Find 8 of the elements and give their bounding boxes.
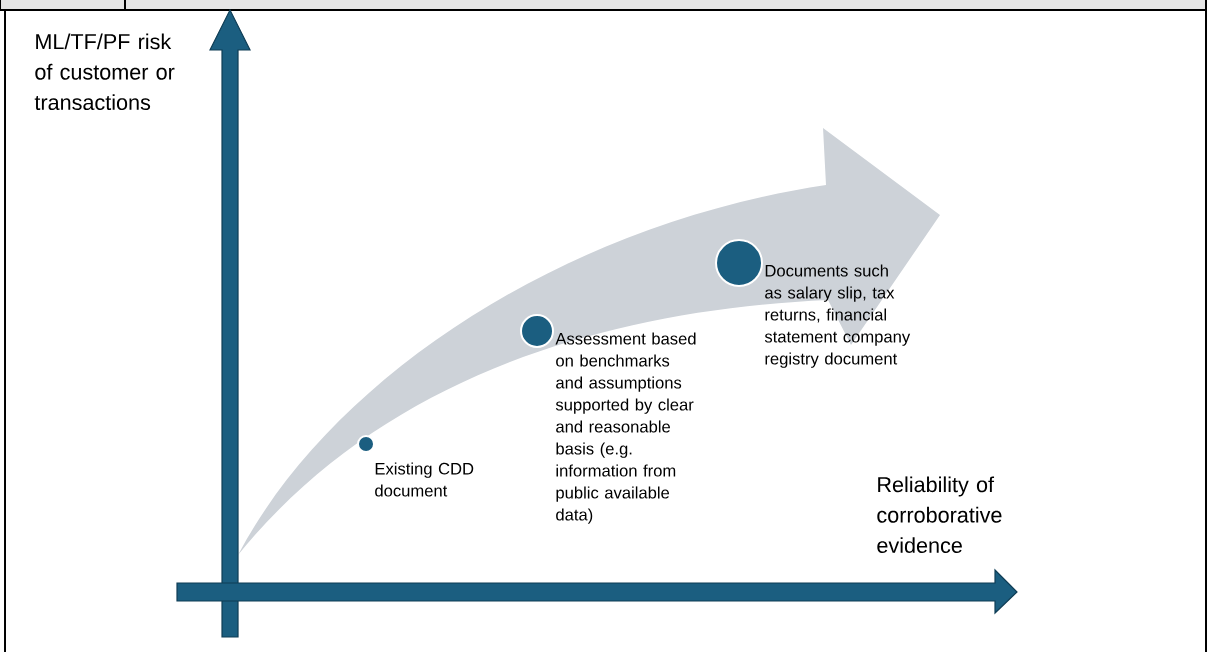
axis-label: Reliability of corroborative evidence <box>877 476 1002 554</box>
point-marker <box>520 314 554 348</box>
point-marker <box>357 435 375 453</box>
point-description: Assessment based on benchmarks and assumptions supported by clear and reasonable basis (e.g. information from public available data) <box>555 332 696 524</box>
point-description: Documents such as salary slip, tax returns, financial statement company registry document <box>764 264 911 368</box>
point-marker <box>715 239 763 287</box>
axis-label: ML/TF/PF risk of customer or transactions <box>34 33 175 111</box>
point-description: Existing CDD document <box>375 462 474 497</box>
